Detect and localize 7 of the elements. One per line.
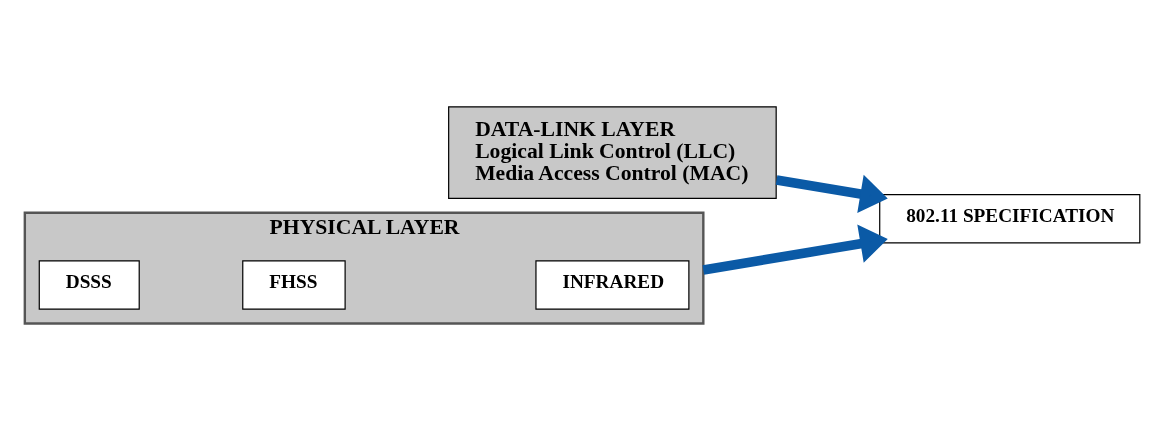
arrow bbox=[702, 224, 888, 275]
node-box: FHSS bbox=[242, 259, 346, 310]
arrow bbox=[775, 174, 888, 213]
node-box: 802.11 SPECIFICATION bbox=[879, 193, 1141, 243]
node-box: DSSS bbox=[38, 259, 140, 310]
node-box: INFRARED bbox=[535, 259, 690, 310]
node-box: DATA-LINK LAYER Logical Link Control (LLC) Media Access Control (MAC) bbox=[448, 105, 777, 199]
